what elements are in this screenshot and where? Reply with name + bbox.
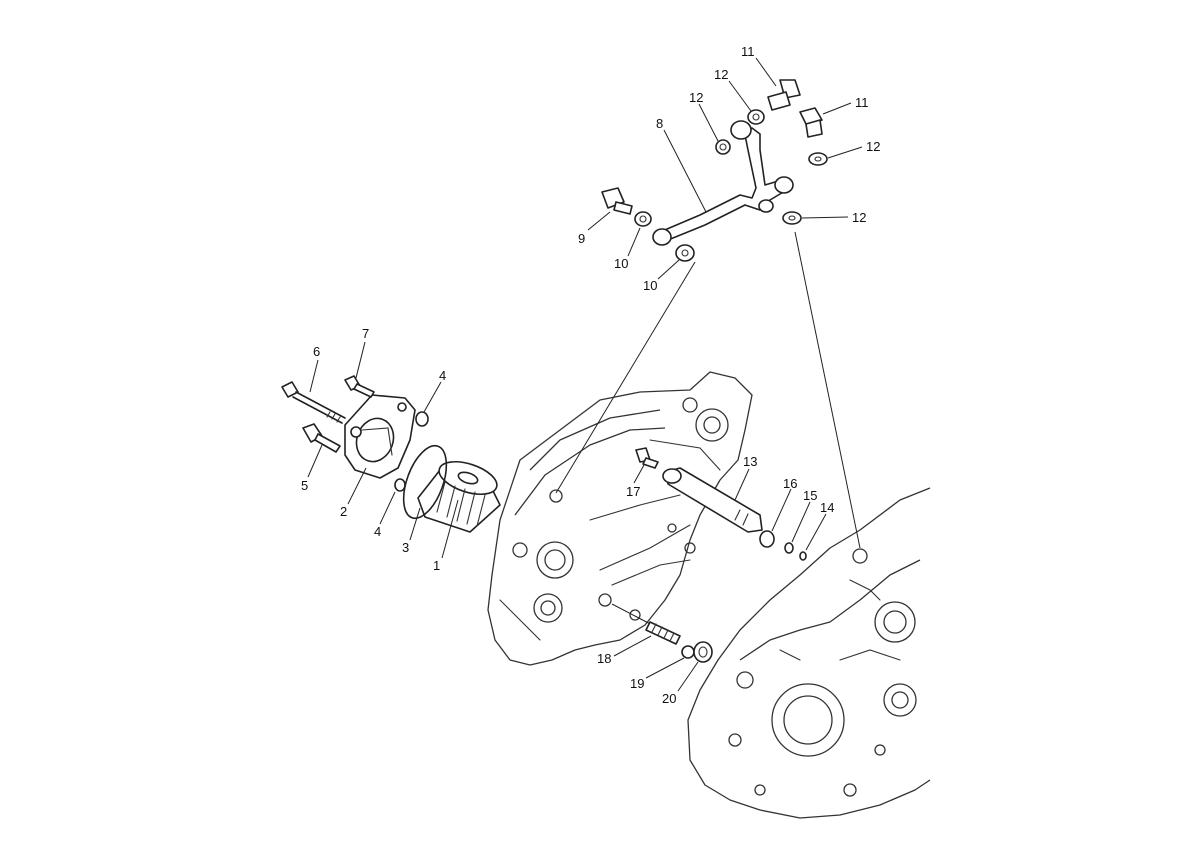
long-bolt-6 <box>281 381 346 424</box>
o-ring-16 <box>759 530 775 548</box>
o-ring-15 <box>784 542 794 554</box>
gasket-10-lower <box>675 244 695 262</box>
relief-plug-20 <box>693 641 713 663</box>
short-bolt-5 <box>302 423 341 453</box>
callout-14: 14 <box>820 500 834 515</box>
oil-filter-element <box>417 460 501 533</box>
pipe-to-case-leader-right <box>794 231 861 549</box>
callout-1: 1 <box>433 558 440 573</box>
pipe-to-case-leader <box>555 261 696 494</box>
union-bolt-11-lower <box>799 107 823 138</box>
callout-4-upper: 4 <box>439 368 446 383</box>
callout-12-left: 12 <box>689 90 703 105</box>
oil-delivery-pipe <box>652 120 794 246</box>
union-bolt-9 <box>601 187 633 215</box>
callout-6: 6 <box>313 344 320 359</box>
gasket-12-c <box>808 152 828 166</box>
o-ring-4-upper <box>415 411 429 427</box>
filter-cover <box>344 394 416 479</box>
callout-leaders <box>307 57 863 692</box>
callout-7: 7 <box>362 326 369 341</box>
callout-18: 18 <box>597 651 611 666</box>
callout-5: 5 <box>301 478 308 493</box>
union-bolt-11-upper <box>767 79 801 111</box>
callout-10-upper: 10 <box>614 256 628 271</box>
callout-15: 15 <box>803 488 817 503</box>
gasket-10-upper <box>634 211 652 227</box>
strainer-pipe-13 <box>662 467 763 533</box>
callout-19: 19 <box>630 676 644 691</box>
bolt-7 <box>344 375 375 398</box>
left-crankcase-half <box>487 371 753 666</box>
o-ring-4-lower <box>394 478 406 492</box>
callout-8: 8 <box>656 116 663 131</box>
callout-16: 16 <box>783 476 797 491</box>
gasket-12-b <box>715 139 731 155</box>
callout-11-upper: 11 <box>741 44 755 59</box>
callout-9: 9 <box>578 231 585 246</box>
callout-12-bottom: 12 <box>852 210 866 225</box>
gasket-12-d <box>782 211 802 225</box>
right-crankcase-half <box>687 487 931 819</box>
callout-20: 20 <box>662 691 676 706</box>
relief-spring-18 <box>645 621 681 645</box>
callout-10-lower: 10 <box>643 278 657 293</box>
callout-12-top: 12 <box>714 67 728 82</box>
filter-o-ring-3 <box>402 444 448 520</box>
callout-3: 3 <box>402 540 409 555</box>
o-ring-14 <box>799 551 807 561</box>
callout-13: 13 <box>743 454 757 469</box>
callout-4-lower: 4 <box>374 524 381 539</box>
callout-12-right: 12 <box>866 139 880 154</box>
gasket-12-a <box>747 109 765 125</box>
screw-17 <box>635 447 659 469</box>
callout-17: 17 <box>626 484 640 499</box>
relief-ball-19 <box>681 645 695 659</box>
callout-11-right: 11 <box>855 95 869 110</box>
callout-2: 2 <box>340 504 347 519</box>
